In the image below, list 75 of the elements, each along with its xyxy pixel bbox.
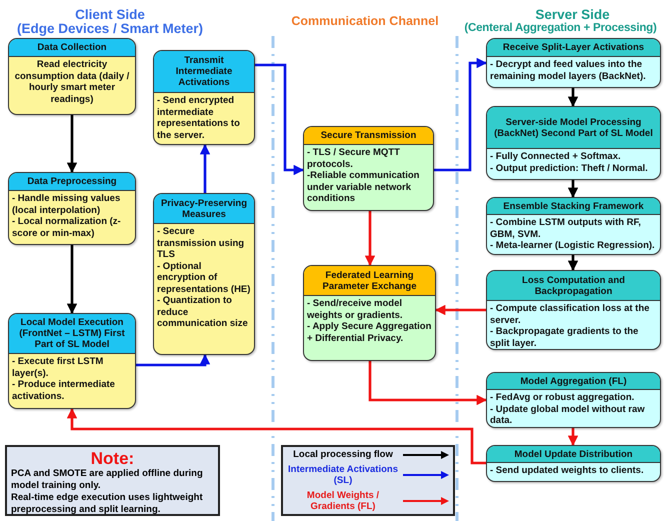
bullet-text: - Combine LSTM outputs with RF, GBM, SVM. xyxy=(490,217,642,240)
bullet-text: - Execute first LSTM layer(s). xyxy=(12,356,104,379)
bullet-text: - Produce intermediate activations. xyxy=(12,379,116,402)
arrow xyxy=(66,115,78,174)
process-box xyxy=(8,172,136,245)
legend-text: Model Weights / Gradients (FL) xyxy=(306,490,380,512)
bullet-text: - FedAvg or robust aggregation. xyxy=(490,392,636,404)
box-header: Transmit Intermediate Activations xyxy=(154,51,254,93)
process-box xyxy=(486,372,661,428)
process-box xyxy=(486,106,661,180)
arrow xyxy=(368,361,488,406)
bullet-text: - TLS / Secure MQTT protocols. xyxy=(307,147,401,170)
bullet-text: -Reliable communication under variable network conditions xyxy=(307,170,420,204)
bullet-text: Read electricity consumption data (daily / hourly smart meter readings) xyxy=(14,59,130,105)
note-heading: Note: xyxy=(90,449,136,468)
bullet-text: - Optional encryption of representations (HE) xyxy=(157,260,251,295)
column-heading: (Edge Devices / Smart Meter) xyxy=(16,21,204,36)
arrow xyxy=(66,245,78,314)
arrow xyxy=(255,64,304,176)
process-box xyxy=(486,445,661,482)
bullet-text: - Handle missing values (local interpolation) xyxy=(12,193,122,216)
process-box xyxy=(486,270,661,350)
bullet-text: - Send updated weights to clients. xyxy=(490,465,645,476)
note-text: Real-time edge execution uses lightweight preprocessing and split learning. xyxy=(11,492,204,516)
box-header: Receive Split-Layer Activations xyxy=(487,39,660,57)
bullet-text: - Send encrypted intermediate representations to the server. xyxy=(157,95,241,141)
box-header: Model Update Distribution xyxy=(487,446,660,463)
legend-text: Local processing flow xyxy=(292,449,394,460)
process-box xyxy=(153,50,255,145)
box-header: Model Aggregation (FL) xyxy=(487,373,660,390)
box-header: Ensemble Stacking Framework xyxy=(487,198,660,215)
bullet-text: - Secure transmission using TLS xyxy=(157,226,246,260)
box-header: Loss Computation and Backpropagation xyxy=(487,271,660,301)
box-header: Data Collection xyxy=(9,39,135,57)
bullet-text: - Compute classification loss at the server. xyxy=(490,303,650,326)
box-header: Secure Transmission xyxy=(304,127,433,145)
arrow xyxy=(568,88,578,108)
column-heading: Server Side xyxy=(534,7,611,22)
bullet-text: - Update global model without raw data. xyxy=(490,404,646,426)
bullet-text: - Backpropagate gradients to the split layer. xyxy=(490,326,640,349)
column-heading: Communication Channel xyxy=(290,14,440,29)
box-header: Server-side Model Processing (BackNet) Second Part of SL Model xyxy=(487,107,660,149)
box-header: Data Preprocessing xyxy=(9,173,135,191)
bullet-text: - Fully Connected + Softmax. xyxy=(490,151,622,162)
bullet-text: - Local normalization (z-score or min-max) xyxy=(12,216,122,239)
bullet-text: - Meta-learner (Logistic Regression). xyxy=(490,240,656,252)
box-header: Local Model Execution (FrontNet – LSTM) First Part of SL Model xyxy=(9,314,135,354)
arrow xyxy=(364,211,376,266)
process-box xyxy=(303,265,436,361)
process-box xyxy=(8,38,136,115)
process-box xyxy=(8,313,136,409)
note-box xyxy=(5,445,220,516)
column-heading: (Centeral Aggregation + Processing) xyxy=(463,21,658,36)
note-text: PCA and SMOTE are applied offline during model training only. xyxy=(11,468,204,492)
arrow xyxy=(568,428,578,446)
bullet-text: - Apply Secure Aggregation + Differential Privacy. xyxy=(307,321,432,344)
process-box xyxy=(303,126,434,211)
arrow xyxy=(568,180,578,198)
arrow xyxy=(136,354,210,366)
bullet-text: - Decrypt and feed values into the remaining model layers (BackNet). xyxy=(490,59,647,82)
bullet-text: - Quantization to reduce communication size xyxy=(157,295,249,330)
process-box xyxy=(486,38,661,88)
box-header: Federated Learning Parameter Exchange xyxy=(304,266,435,296)
bullet-text: - Send/receive model weights or gradients. xyxy=(307,298,404,321)
arrow xyxy=(200,144,210,193)
arrow xyxy=(434,58,488,172)
process-box xyxy=(486,197,661,255)
column-heading: Client Side xyxy=(74,7,146,22)
arrow xyxy=(66,408,486,464)
arrow xyxy=(434,304,486,316)
arrow xyxy=(568,255,578,272)
legend-text: Intermediate Activations (SL) xyxy=(287,464,399,486)
bullet-text: - Output prediction: Theft / Normal. xyxy=(490,162,649,174)
box-header: Privacy-Preserving Measures xyxy=(154,194,254,224)
process-box xyxy=(153,193,255,355)
